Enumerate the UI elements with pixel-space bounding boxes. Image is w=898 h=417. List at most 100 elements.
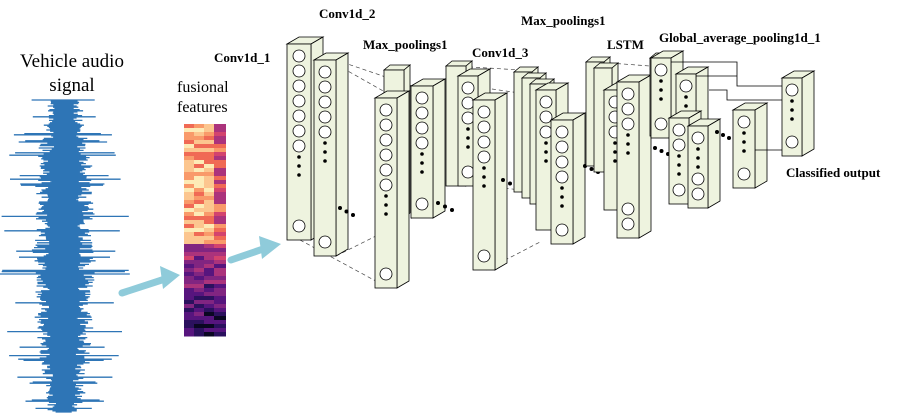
heatmap-cell [214,124,226,129]
heatmap-cell [204,168,214,173]
ellipsis-dot [544,150,548,154]
heatmap-cell [204,300,214,305]
heatmap-cell [194,220,204,225]
heatmap-cell [194,268,204,273]
neuron [691,187,705,201]
heatmap-cell [214,212,226,217]
heatmap-cell [194,152,204,157]
heatmap-cell [194,232,204,237]
heatmap-cell [204,292,214,297]
heatmap-cell [194,328,204,333]
slab-side [335,52,349,257]
heatmap-cell [194,172,204,177]
layer-conv1d-2 [312,52,350,257]
heatmap-cell [184,284,194,289]
ellipsis-dot [742,140,746,144]
layer-max-pooling-a [373,90,411,289]
heatmap-cell [214,144,226,149]
neuron [477,105,491,119]
heatmap-cell [214,320,226,325]
layer-gap-1 [649,50,685,139]
ellipsis-dot [626,133,630,137]
neuron [379,103,393,117]
heatmap-cell [214,224,226,229]
ellipsis-dot [560,195,564,199]
heatmap-cell [194,284,204,289]
heatmap-cell [214,228,226,233]
ellipsis-dot [482,184,486,188]
ellipsis-dot [297,173,301,177]
layer-lstm [615,74,653,239]
ellipsis-dot [501,178,505,182]
heatmap-cell [204,140,214,145]
slab-front [313,59,337,257]
heatmap-cell [194,312,204,317]
heatmap-cell [184,244,194,249]
heatmap-cell [204,188,214,193]
heatmap-cell [194,188,204,193]
heatmap-cell [194,160,204,165]
feature-heatmap [184,124,226,337]
heatmap-cell [194,296,204,301]
heatmap-cell [214,208,226,213]
ellipsis-dot [508,181,512,186]
ellipsis-dot [659,97,663,101]
neuron [555,125,569,139]
heatmap-cell [194,308,204,313]
heatmap-cell [214,292,226,297]
heatmap-cell [184,188,194,193]
heatmap-cell [194,168,204,173]
heatmap-cell [194,236,204,241]
heatmap-cell [204,176,214,181]
heatmap-cell [204,308,214,313]
ellipsis-dot [696,165,700,169]
heatmap-cell [184,140,194,145]
neuron [621,202,635,216]
ellipsis-dot [482,175,486,179]
heatmap-cell [204,216,214,221]
neuron [379,267,393,281]
heatmap-cell [194,300,204,305]
flow-arrows [118,236,281,297]
heatmap-cell [214,248,226,253]
heatmap-cell [184,228,194,233]
input-title-line2: signal [49,75,95,96]
neuron [318,95,332,109]
neuron [461,111,475,125]
heatmap-cell [204,132,214,137]
neuron [555,170,569,184]
label-classified-output: Classified output [786,165,881,180]
heatmap-cell [204,144,214,149]
heatmap-cell [204,124,214,129]
heatmap-cell [214,316,226,321]
output-connections [671,61,782,151]
heatmap-cell [184,128,194,133]
slab-front [732,109,756,189]
heatmap-cell [214,244,226,249]
ellipsis-dot [443,204,447,209]
heatmap-cell [204,212,214,217]
heatmap-cell [214,140,226,145]
heatmap-cell [184,260,194,265]
heatmap-cell [204,200,214,205]
heatmap-cell [184,268,194,273]
heatmap-cell [184,256,194,261]
heatmap-cell [194,148,204,153]
heatmap-cell [214,312,226,317]
ellipsis-dot [544,141,548,145]
heatmap-cell [184,136,194,141]
heatmap-cell [214,288,226,293]
ellipsis-dot [560,204,564,208]
heatmap-cell [184,332,194,337]
layer-conv1d-3 [471,92,509,271]
heatmap-cell [184,212,194,217]
ellipsis-dot [297,164,301,168]
heatmap-cell [184,300,194,305]
neuron [415,106,429,120]
heatmap-cell [184,192,194,197]
heatmap-cell [184,316,194,321]
heatmap-cell [214,332,226,337]
heatmap-cell [214,284,226,289]
heatmap-cell [204,208,214,213]
heatmap-cell [214,172,226,177]
